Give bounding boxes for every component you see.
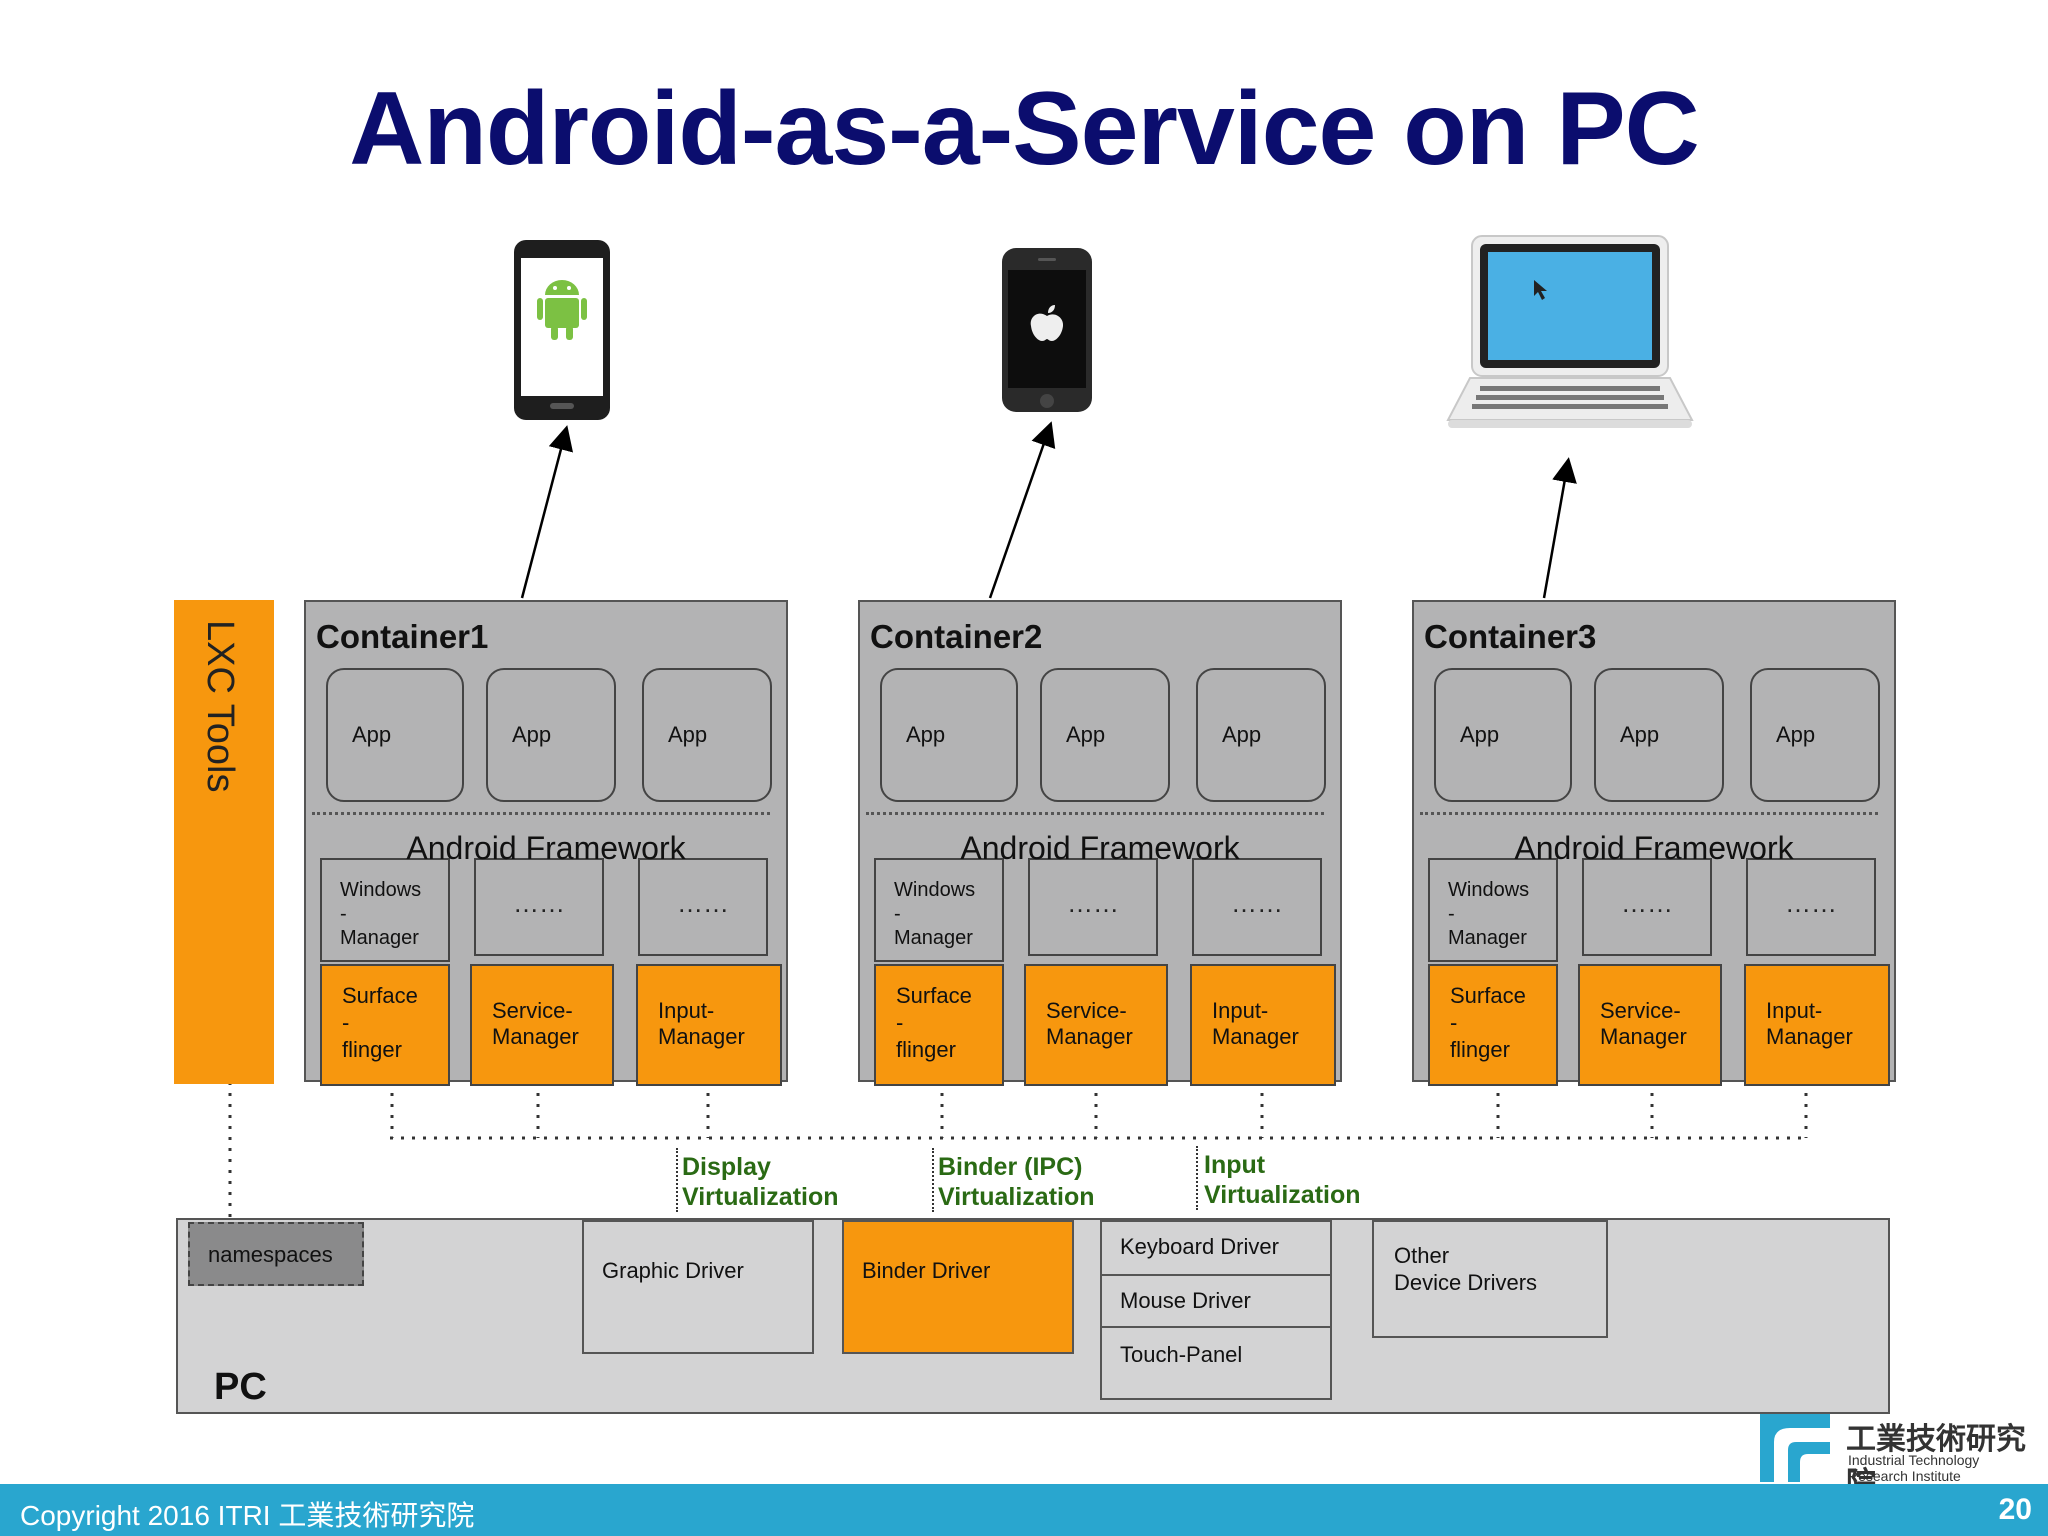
graphic-driver-box: Graphic Driver — [582, 1220, 814, 1354]
app-box: App — [486, 668, 616, 802]
app-box: App — [1594, 668, 1724, 802]
itri-name-en: Industrial Technology Research Institute — [1848, 1452, 1980, 1484]
separator-dotted — [312, 812, 770, 815]
placeholder-box: …… — [1028, 858, 1158, 956]
binder-virt-divider — [932, 1148, 934, 1212]
input-virt-divider — [1196, 1146, 1198, 1210]
android-phone-icon — [514, 240, 610, 420]
placeholder-box: …… — [1582, 858, 1712, 956]
display-virtualization-label: Display Virtualization — [682, 1153, 839, 1211]
pc-label: PC — [214, 1366, 267, 1408]
app-box: App — [1040, 668, 1170, 802]
android-framework-label: Android Framework — [960, 830, 1240, 866]
container-title: Container3 — [1424, 618, 1597, 655]
page-number: 20 — [1998, 1493, 2032, 1526]
itri-name-cn: 工業技術研究院 — [1846, 1423, 2026, 1500]
placeholder-box: …… — [1192, 858, 1322, 956]
binder-virtualization-label: Binder (IPC) Virtualization — [938, 1153, 1095, 1211]
android-framework-label: Android Framework — [406, 830, 686, 866]
input-manager-box: Input-Manager — [1190, 964, 1336, 1086]
app-box: App — [1196, 668, 1326, 802]
app-box: App — [1750, 668, 1880, 802]
iphone-icon — [1002, 248, 1092, 412]
app-box: App — [880, 668, 1018, 802]
service-manager-box: Service-Manager — [470, 964, 614, 1086]
arrow-container3 — [1542, 457, 1577, 599]
app-box: App — [642, 668, 772, 802]
placeholder-box: …… — [474, 858, 604, 956]
page-title: Android-as-a-Service on PC — [349, 71, 1699, 187]
surface-flinger-box: Surface-flinger — [1428, 964, 1558, 1086]
container-title: Container2 — [870, 618, 1043, 655]
input-manager-box: Input-Manager — [636, 964, 782, 1086]
container-title: Container1 — [316, 618, 489, 655]
windows-manager-box: Windows-Manager — [1428, 858, 1558, 962]
lxc-tools-label: LXC Tools — [199, 620, 241, 793]
android-framework-label: Android Framework — [1514, 830, 1794, 866]
app-box: App — [1434, 668, 1572, 802]
touch-panel-box: Touch-Panel — [1100, 1326, 1332, 1400]
service-manager-box: Service-Manager — [1024, 964, 1168, 1086]
separator-dotted — [1420, 812, 1878, 815]
arrow-container1 — [520, 425, 574, 599]
arrow-container2 — [988, 421, 1056, 599]
app-box: App — [326, 668, 464, 802]
placeholder-box: …… — [1746, 858, 1876, 956]
surface-flinger-box: Surface-flinger — [320, 964, 450, 1086]
footer-bar: Copyright 2016 ITRI 工業技術研究院 20 — [0, 1484, 2048, 1536]
binder-driver-box: Binder Driver — [842, 1220, 1074, 1354]
copyright-text: Copyright 2016 ITRI 工業技術研究院 — [20, 1500, 475, 1531]
lxc-tools-bar: LXC Tools — [174, 600, 274, 1084]
placeholder-box: …… — [638, 858, 768, 956]
input-virtualization-label: Input Virtualization — [1204, 1151, 1361, 1209]
other-drivers-box: Other Device Drivers — [1372, 1220, 1608, 1338]
display-virt-divider — [676, 1148, 678, 1212]
input-manager-box: Input-Manager — [1744, 964, 1890, 1086]
surface-flinger-box: Surface-flinger — [874, 964, 1004, 1086]
service-manager-box: Service-Manager — [1578, 964, 1722, 1086]
laptop-icon — [1446, 235, 1694, 428]
namespaces-box: namespaces — [188, 1222, 364, 1286]
pc-layer: namespaces Graphic Driver Binder Driver … — [176, 1218, 1890, 1414]
separator-dotted — [866, 812, 1324, 815]
itri-logo-icon — [1760, 1414, 1830, 1482]
windows-manager-box: Windows-Manager — [320, 858, 450, 962]
windows-manager-box: Windows-Manager — [874, 858, 1004, 962]
